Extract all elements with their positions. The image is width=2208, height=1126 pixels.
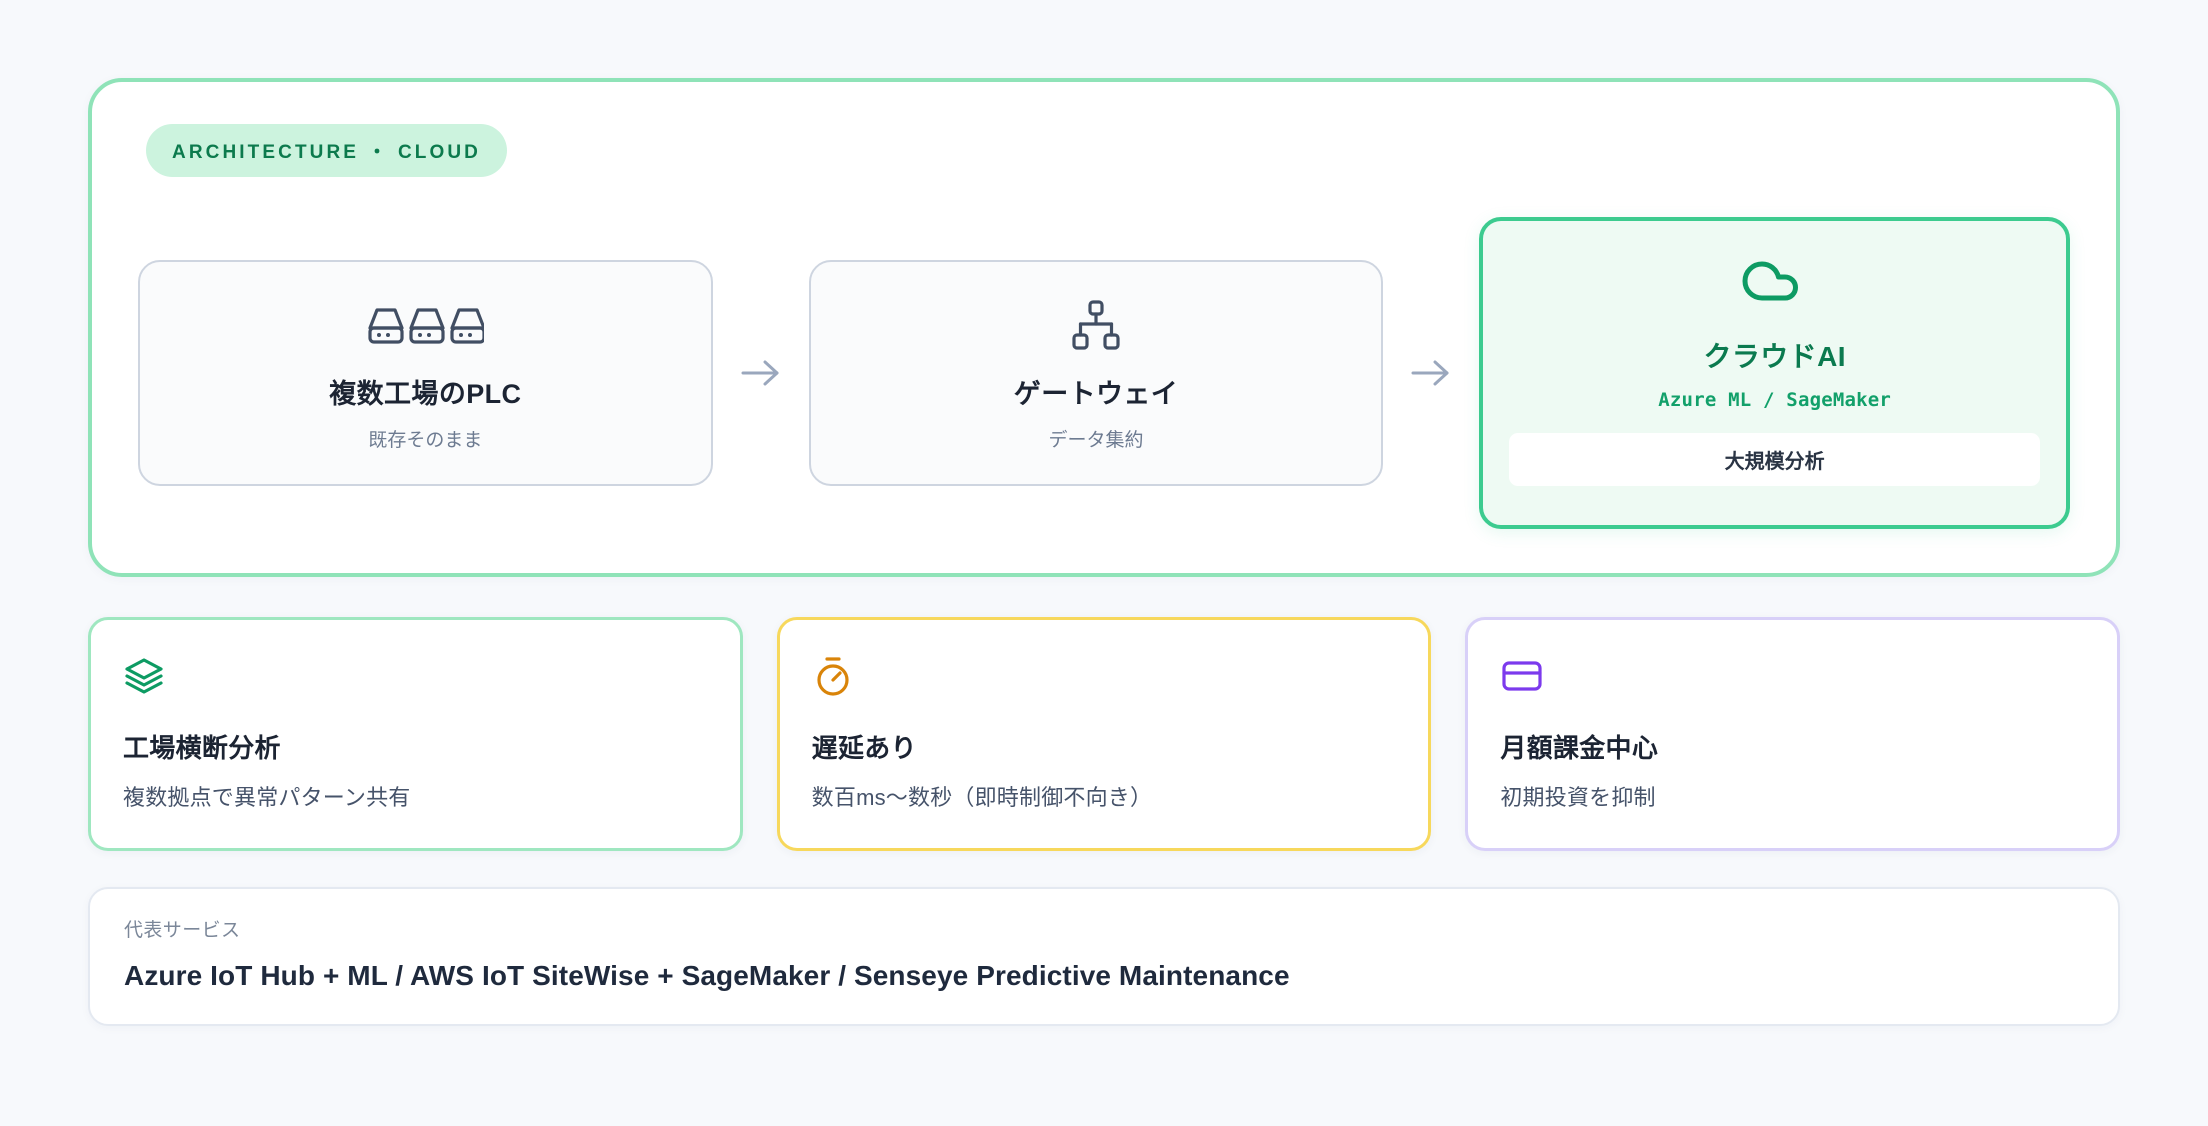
flow-step-subtitle: Azure ML / SageMaker — [1658, 389, 1892, 411]
feature-title: 月額課金中心 — [1500, 733, 1659, 763]
flow-step-title: ゲートウェイ — [1013, 379, 1179, 409]
feature-card-row: 工場横断分析 複数拠点で異常パターン共有 遅延あり 数百ms〜数秒（即時制御不向… — [88, 617, 2121, 851]
feature-subtitle: 複数拠点で異常パターン共有 — [123, 785, 411, 810]
feature-card-latency[interactable]: 遅延あり 数百ms〜数秒（即時制御不向き） — [776, 617, 1432, 851]
stopwatch-icon — [812, 654, 1397, 698]
arrow-right-icon — [1383, 357, 1479, 389]
flow-diagram: 複数工場のPLC 既存そのまま — [138, 217, 2071, 529]
flow-step-plc[interactable]: 複数工場のPLC 既存そのまま — [138, 260, 713, 486]
flow-step-subtitle: 既存そのまま — [368, 430, 483, 451]
flow-step-subtitle: データ集約 — [1048, 430, 1144, 451]
network-hierarchy-icon — [1068, 296, 1124, 354]
section-badge: ARCHITECTURE ・ CLOUD — [146, 124, 507, 177]
arrow-right-icon — [713, 357, 809, 389]
servers-icon — [366, 296, 485, 354]
feature-title: 工場横断分析 — [123, 733, 281, 763]
representative-services-panel: 代表サービス Azure IoT Hub + ML / AWS IoT Site… — [88, 887, 2120, 1026]
layers-icon — [123, 654, 708, 698]
footer-label: 代表サービス — [124, 920, 241, 941]
feature-card-cross-factory-analysis[interactable]: 工場横断分析 複数拠点で異常パターン共有 — [88, 617, 743, 851]
credit-card-icon — [1500, 654, 2085, 698]
flow-step-tag: 大規模分析 — [1509, 433, 2041, 486]
footer-services-value: Azure IoT Hub + ML / AWS IoT SiteWise + … — [124, 960, 1290, 991]
feature-card-subscription-billing[interactable]: 月額課金中心 初期投資を抑制 — [1465, 617, 2121, 851]
flow-step-title: 複数工場のPLC — [329, 379, 522, 409]
architecture-panel: ARCHITECTURE ・ CLOUD — [88, 78, 2120, 577]
feature-title: 遅延あり — [811, 733, 917, 763]
flow-step-cloud-ai[interactable]: クラウドAI Azure ML / SageMaker 大規模分析 — [1479, 217, 2071, 529]
cloud-icon — [1738, 251, 1812, 309]
feature-subtitle: 初期投資を抑制 — [1500, 785, 1656, 810]
flow-step-gateway[interactable]: ゲートウェイ データ集約 — [808, 260, 1384, 486]
feature-subtitle: 数百ms〜数秒（即時制御不向き） — [811, 785, 1153, 810]
flow-step-title: クラウドAI — [1703, 341, 1846, 372]
